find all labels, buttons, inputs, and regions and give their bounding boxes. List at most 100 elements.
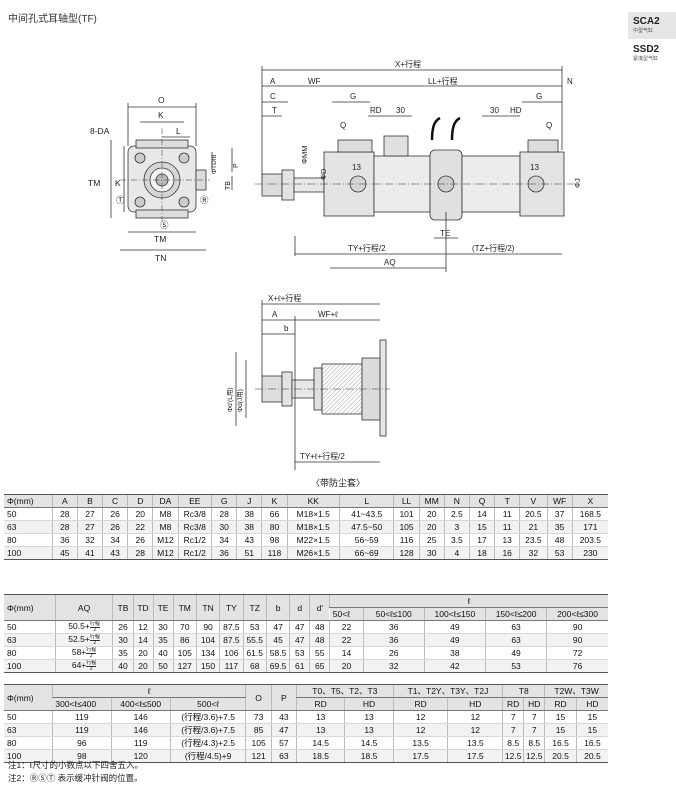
table-cell: 63	[484, 633, 547, 647]
column-subheader: RD	[295, 697, 345, 711]
dim-d: ΦD	[319, 168, 328, 180]
table-cell: 13	[344, 723, 394, 737]
dim-d-j: Φd(J用)	[236, 389, 244, 412]
table-cell: 34	[211, 533, 237, 547]
table-cell: 73	[245, 710, 272, 724]
table-cell: 12.5	[502, 749, 524, 763]
table-cell: 13	[295, 710, 345, 724]
table-cell: 34	[102, 533, 128, 547]
column-header: G	[211, 494, 237, 508]
table-cell: 43	[102, 546, 128, 560]
table-cell: 50	[4, 620, 56, 634]
table-cell: 18	[468, 546, 495, 560]
column-header: MM	[418, 494, 445, 508]
table-cell: 26	[102, 507, 128, 521]
column-header: L	[338, 494, 394, 508]
sidebar-item-ssd2[interactable]: SSD2 紧凑型气缸	[628, 44, 676, 63]
dim-30-right: 30	[490, 106, 499, 115]
table-cell: 51	[236, 546, 262, 560]
table-cell: 8.5	[523, 736, 545, 750]
table-cell: 98	[51, 749, 112, 763]
column-header: N	[443, 494, 470, 508]
table-cell: 22	[329, 620, 364, 634]
table-cell: 26	[102, 520, 128, 534]
table-cell: 7	[502, 723, 524, 737]
column-header: J	[236, 494, 262, 508]
col-ty: TY	[219, 594, 244, 621]
table-cell: 90	[195, 620, 220, 634]
aq-numerator: 行程	[86, 659, 97, 667]
table-cell: 16	[494, 546, 520, 560]
col-switch-group-1: T0、T5、T2、T3	[295, 684, 394, 698]
table-cell: 26	[127, 533, 153, 547]
table-cell: 20.5	[575, 749, 608, 763]
table-cell: 17.5	[392, 749, 448, 763]
table-cell: 20	[418, 507, 445, 521]
table-cell: 61	[289, 659, 310, 673]
column-header: LL	[393, 494, 420, 508]
table-cell: 55	[309, 646, 330, 660]
table-cell: 21	[519, 520, 547, 534]
table-cell: 36	[362, 633, 425, 647]
table-cell: 100	[4, 659, 56, 673]
column-subheader: RD	[544, 697, 577, 711]
dim-q-left: Q	[340, 121, 346, 130]
table-cell: 118	[261, 546, 288, 560]
table-cell: 11	[494, 520, 520, 534]
column-header: WF	[546, 494, 573, 508]
table-cell: 30	[152, 620, 174, 634]
dim-k-left: K	[115, 178, 121, 188]
column-header: V	[519, 494, 547, 508]
dim-wf: WF	[308, 77, 321, 86]
dim-tb: TB	[225, 181, 232, 190]
table-cell: 53	[484, 659, 547, 673]
table-cell: 42	[423, 659, 486, 673]
column-header: A	[51, 494, 78, 508]
table-cell: 14	[132, 633, 154, 647]
table-cell: 16.5	[544, 736, 577, 750]
table-cell: 4	[443, 546, 470, 560]
table-cell: 105	[393, 520, 420, 534]
table-cell: 168.5	[571, 507, 608, 521]
table-cell: 8.5	[502, 736, 524, 750]
column-subheader: RD	[392, 697, 448, 711]
col-tb: TB	[112, 594, 133, 621]
table-cell: M26×1.5	[286, 546, 340, 560]
table-cell: 22	[329, 633, 364, 647]
table-cell: 72	[546, 646, 608, 660]
col-tm: TM	[172, 594, 197, 621]
footnote-1: 注1：ℓ尺寸的小数点以下四舍五入。	[8, 760, 143, 770]
table-cell: 128	[393, 546, 420, 560]
table-cell: 15	[544, 723, 577, 737]
column-subheader: 50<ℓ	[329, 607, 364, 621]
table-cell: 28	[127, 546, 153, 560]
aq-numerator: 行程	[86, 646, 97, 654]
table-cell: 38	[236, 520, 262, 534]
table-cell: 66~69	[338, 546, 394, 560]
table-cell: 47.5~50	[338, 520, 394, 534]
column-header: D	[127, 494, 153, 508]
table-cell: 30	[211, 520, 237, 534]
table-cell: 32	[362, 659, 425, 673]
table-cell: 20	[132, 646, 154, 660]
table-cell: 50	[4, 507, 53, 521]
dim-tn: TN	[155, 253, 166, 263]
aq-denominator: 2	[89, 652, 93, 659]
table-cell: 25	[418, 533, 445, 547]
dimension-table-3: Φ(mm) ℓ O P T0、T5、T2、T3 T1、T2Y、T3Y、T2J T…	[4, 684, 608, 763]
col-b: b	[265, 594, 290, 621]
table-cell: 18.5	[295, 749, 345, 763]
sidebar-item-sca2[interactable]: SCA2 中型气缸	[628, 12, 676, 39]
table-cell: 63	[484, 620, 547, 634]
table-cell: 20	[127, 507, 153, 521]
table-cell: 35	[152, 633, 174, 647]
column-header: K	[261, 494, 288, 508]
column-subheader: HD	[344, 697, 394, 711]
